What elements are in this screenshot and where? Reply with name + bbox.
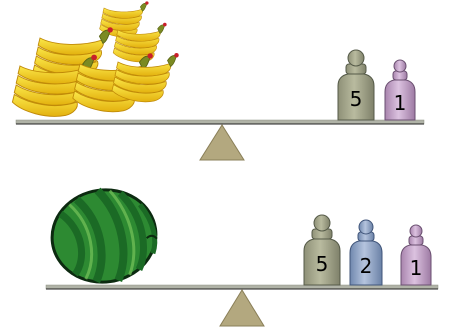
scale-beam: [45, 284, 439, 290]
weight-label: 5: [350, 87, 363, 111]
weight-label: 1: [394, 91, 407, 115]
weight-1: 1: [384, 59, 416, 121]
weight-2: 2: [349, 219, 383, 286]
watermelon: [50, 187, 158, 284]
weight-5: 5: [337, 49, 375, 121]
weight-5: 5: [303, 214, 341, 286]
scale-top: 5 1: [11, 1, 425, 161]
weight-1: 1: [400, 224, 432, 286]
fulcrum-triangle: [219, 289, 265, 327]
scale-beam: [15, 119, 425, 125]
weight-label: 2: [360, 254, 373, 278]
fulcrum-triangle: [199, 124, 245, 161]
banana-bunches: [11, 1, 180, 117]
weight-label: 5: [316, 252, 329, 276]
scale-bottom: 5 2 1: [45, 187, 439, 327]
weight-label: 1: [410, 256, 423, 280]
